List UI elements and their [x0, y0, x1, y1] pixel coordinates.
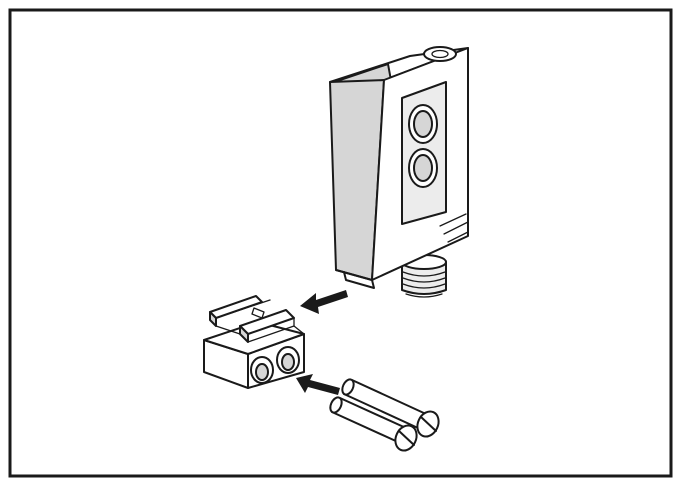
sensor-connector-plug — [401, 254, 447, 298]
clamp-screw-hole-left — [250, 356, 274, 384]
mounting-clamp — [203, 295, 305, 389]
arrow-left-icon — [300, 290, 348, 314]
photoelectric-sensor — [329, 46, 469, 298]
screw-rear — [341, 378, 440, 438]
mounting-screws — [329, 378, 440, 452]
sensor-mounting-hole — [423, 46, 457, 62]
screw-front — [329, 396, 418, 452]
sensor-lens-receiver — [408, 148, 438, 188]
sensor-relief-ribs — [439, 213, 469, 243]
clamp-top-rails — [209, 295, 305, 343]
clamp-screw-hole-right — [276, 346, 300, 374]
sensor-lens-emitter — [408, 104, 438, 144]
arrow-left-icon — [296, 374, 340, 395]
